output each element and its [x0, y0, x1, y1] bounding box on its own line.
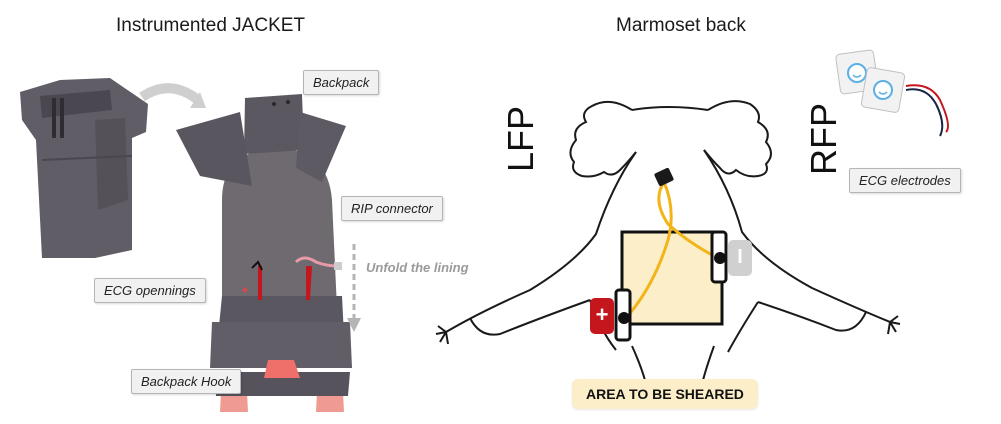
callout-backpack: Backpack	[303, 70, 380, 95]
ecg-wires	[624, 181, 719, 319]
electrode-holder-right	[710, 230, 728, 284]
minus-electrode-marker	[728, 240, 752, 276]
instrumented-jacket-photo	[176, 94, 352, 412]
plus-electrode-marker	[590, 298, 614, 334]
area-to-be-sheared-label: AREA TO BE SHEARED	[572, 379, 758, 409]
lfp-label: LFP	[500, 105, 542, 173]
rfp-label: RFP	[803, 103, 844, 175]
callout-ecg-electrodes: ECG electrodes	[849, 168, 961, 193]
minus-sign: I	[737, 246, 743, 268]
electrode-holder-left	[614, 288, 632, 342]
folded-jacket-photo	[20, 78, 148, 258]
callout-backpack-hook: Backpack Hook	[131, 369, 242, 394]
callout-rip-connector: RIP connector	[341, 196, 443, 221]
callout-unfold-lining: Unfold the lining	[366, 260, 469, 275]
marmoset-outline	[435, 100, 901, 385]
fold-arrow	[139, 83, 206, 108]
shear-area-rect	[620, 230, 724, 326]
jacket-title: Instrumented JACKET	[116, 15, 306, 36]
neck-connector	[654, 167, 674, 187]
callout-ecg-openings: ECG opennings	[94, 278, 206, 303]
unfold-arrow	[347, 244, 361, 332]
ecg-electrodes-photo	[835, 49, 949, 137]
marmoset-title: Marmoset back	[616, 15, 746, 36]
plus-sign: +	[595, 302, 609, 327]
